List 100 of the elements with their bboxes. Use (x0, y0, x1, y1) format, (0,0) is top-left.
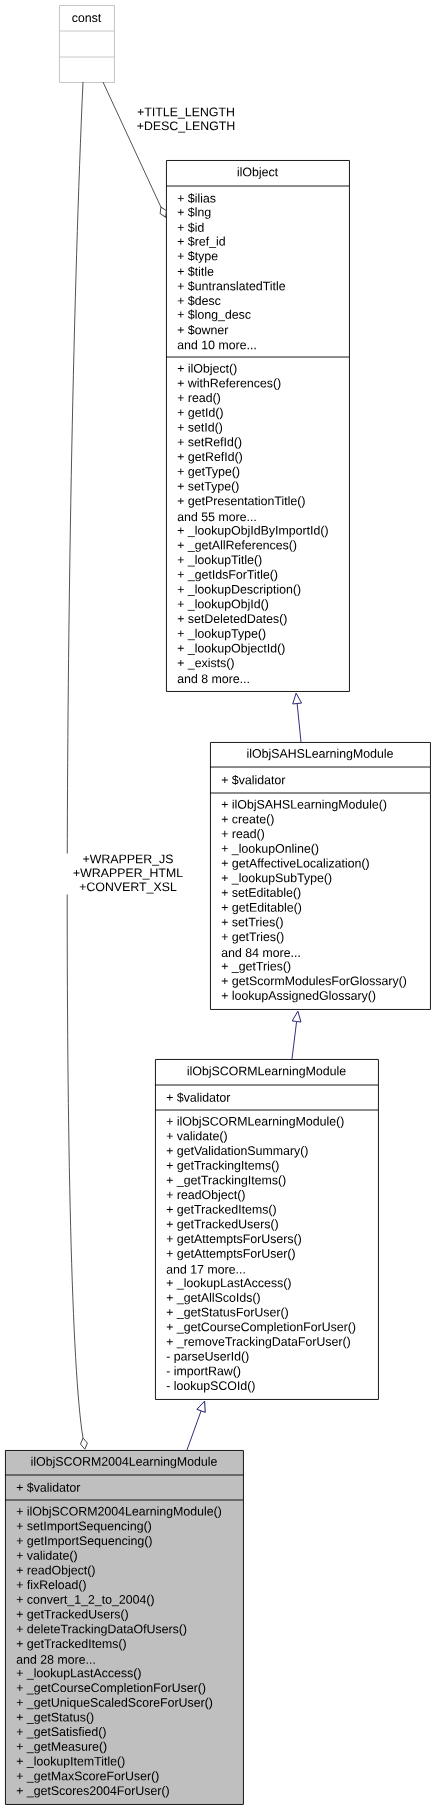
inheritance-arrow (186, 1400, 206, 1451)
class-box (209, 742, 431, 1010)
method-text: + _lookupObjIdByImportId() (177, 525, 328, 538)
method-text: + _getStatusForUser() (166, 1307, 288, 1319)
method-text: + getTrackedUsers() (16, 1609, 128, 1621)
method-text: + setTries() (221, 917, 283, 929)
method-text: + getPresentationTitle() (177, 496, 305, 508)
method-text: - lookupSCOId() (166, 1380, 255, 1393)
method-text: + _getMaxScoreForUser() (16, 1771, 159, 1783)
attribute-text: + $untranslatedTitle (177, 281, 286, 292)
method-text: + _lookupLastAccess() (166, 1278, 291, 1290)
attribute-text: + $ref_id (177, 236, 225, 248)
method-text: + getRefId() (177, 451, 242, 464)
method-text: + getValidationSummary() (166, 1145, 308, 1158)
attribute-text: + $owner (177, 325, 229, 335)
method-text: and 84 more... (221, 947, 300, 958)
inheritance-arrow (292, 692, 302, 743)
method-text: + _getUniqueScaledScoreForUser() (16, 1697, 213, 1710)
method-text: + _exists() (177, 658, 234, 670)
method-text: + _getMeasure() (16, 1741, 107, 1754)
method-text: + getTrackedItems() (166, 1204, 276, 1217)
method-text: and 55 more... (177, 512, 256, 522)
method-text: + _getSatisfied() (16, 1727, 106, 1739)
method-text: + getId() (177, 407, 223, 420)
method-text: + _lookupDescription() (177, 584, 301, 597)
method-text: + _lookupObjId() (177, 599, 269, 611)
method-text: + readObject() (16, 1565, 95, 1577)
class-box (154, 1059, 379, 1400)
method-text: + validate() (166, 1131, 227, 1143)
method-text: + _getCourseCompletionForUser() (16, 1683, 206, 1695)
edge-label: +TITLE_LENGTH +DESC_LENGTH (131, 106, 241, 134)
method-text: + getTries() (221, 932, 284, 944)
method-text: + _getAllReferences() (177, 540, 297, 552)
method-text: + _lookupLastAccess() (16, 1668, 141, 1680)
method-text: + lookupAssignedGlossary() (221, 990, 376, 1003)
class-box (58, 5, 115, 83)
method-text: + setImportSequencing() (16, 1521, 151, 1533)
aggregation-arrow (102, 81, 167, 218)
method-text: + setDeletedDates() (177, 613, 287, 626)
method-text: + withReferences() (177, 378, 281, 390)
method-text: + getAttemptsForUser() (166, 1248, 295, 1261)
method-text: + _lookupOnline() (221, 843, 319, 856)
attribute-text: and 10 more... (177, 340, 256, 350)
method-text: + _lookupTitle() (177, 555, 262, 567)
method-text: - importRaw() (166, 1366, 241, 1378)
method-text: + ilObject() (177, 363, 237, 376)
attribute-text: + $title (177, 266, 214, 277)
method-text: + getImportSequencing() (16, 1536, 152, 1548)
attribute-text: + $validator (221, 775, 286, 785)
method-text: + ilObjSCORM2004LearningModule() (16, 1506, 222, 1519)
method-text: + setRefId() (177, 437, 242, 449)
edge-label: +WRAPPER_JS +WRAPPER_HTML +CONVERT_XSL (57, 853, 199, 895)
method-text: + _lookupItemTitle() (16, 1756, 125, 1768)
attribute-text: + $type (177, 251, 218, 263)
method-text: + getEditable() (221, 902, 302, 915)
class-name: ilObject (237, 167, 278, 179)
method-text: + _removeTrackingDataForUser() (166, 1336, 350, 1349)
method-text: + _getIdsForTitle() (177, 569, 278, 582)
method-text: + _getTrackingItems() (166, 1175, 286, 1187)
method-text: + getAttemptsForUsers() (166, 1234, 301, 1246)
method-text: + _getTries() (221, 961, 291, 973)
class-name: ilObjSCORMLearningModule (187, 1066, 346, 1078)
attribute-text: + $id (177, 222, 204, 233)
class-box (4, 1450, 244, 1805)
method-text: + getTrackedUsers() (166, 1219, 278, 1231)
inheritance-arrow (291, 1010, 302, 1060)
class-name: const (72, 13, 102, 23)
attribute-text: + $desc (177, 295, 221, 306)
method-text: + setId() (177, 422, 223, 435)
method-text: + validate() (16, 1550, 77, 1563)
method-text: + _lookupObjectId() (177, 643, 285, 655)
method-text: + setEditable() (221, 887, 301, 900)
class-box (165, 160, 350, 692)
method-text: + read() (177, 393, 220, 405)
method-text: + _lookupType() (177, 628, 266, 641)
method-text: + ilObjSCORMLearningModule() (166, 1116, 344, 1129)
method-text: + setType() (177, 481, 239, 493)
method-text: + _getCourseCompletionForUser() (166, 1322, 356, 1334)
method-text: and 8 more... (177, 674, 249, 684)
attribute-text: + $ilias (177, 193, 216, 204)
method-text: + ilObjSAHSLearningModule() (221, 799, 387, 812)
method-text: + fixReload() (16, 1580, 86, 1592)
method-text: + getAffectiveLocalization() (221, 858, 369, 870)
method-text: - parseUserId() (166, 1351, 249, 1364)
method-text: and 28 more... (16, 1654, 95, 1664)
method-text: + _getAllScoIds() (166, 1292, 260, 1305)
attribute-text: + $validator (166, 1092, 231, 1103)
attribute-text: + $lng (177, 207, 211, 219)
attribute-text: + $long_desc (177, 309, 251, 322)
method-text: + getTrackedItems() (16, 1638, 126, 1651)
method-text: + create() (221, 814, 274, 826)
method-text: + _lookupSubType() (221, 873, 332, 885)
method-text: + _getScores2004ForUser() (16, 1785, 169, 1798)
method-text: + getScormModulesForGlossary() (221, 976, 407, 988)
class-name: ilObjSAHSLearningModule (247, 748, 393, 761)
method-text: + deleteTrackingDataOfUsers() (16, 1624, 187, 1636)
attribute-text: + $validator (16, 1482, 81, 1493)
method-text: + getType() (177, 466, 240, 479)
method-text: + readObject() (166, 1190, 245, 1202)
method-text: + convert_1_2_to_2004() (16, 1594, 154, 1607)
